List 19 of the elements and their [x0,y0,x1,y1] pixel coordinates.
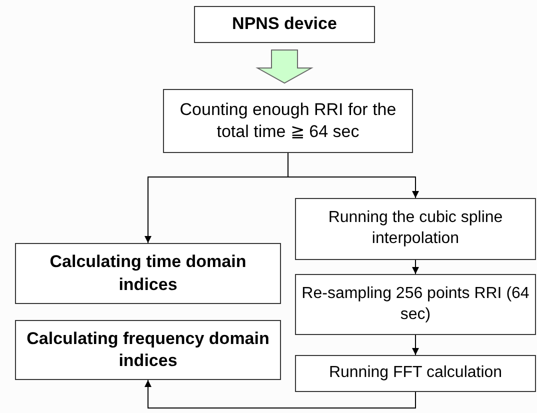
process-box [163,89,413,153]
box-label: Counting enough RRI for the total time ≧ 64 sec [178,98,398,143]
box-label: Calculating time domain indices [48,251,248,296]
process-box [295,274,536,335]
block-arrow [256,50,314,84]
process-box [15,243,281,304]
process-box [295,355,536,392]
box-label: NPNS device [232,13,337,36]
arrow [144,380,416,408]
arrow [412,260,419,274]
box-label: Running FFT calculation [328,363,502,384]
box-label: Re-sampling 256 points RRI (64 sec) [300,284,530,324]
process-box [194,6,375,43]
arrow [288,152,419,198]
process-box [15,320,281,380]
box-label: Running the cubic spline interpolation [327,208,504,249]
process-box [295,198,536,260]
arrow [412,334,419,356]
box-label: Calculating frequency domain indices [26,328,270,372]
